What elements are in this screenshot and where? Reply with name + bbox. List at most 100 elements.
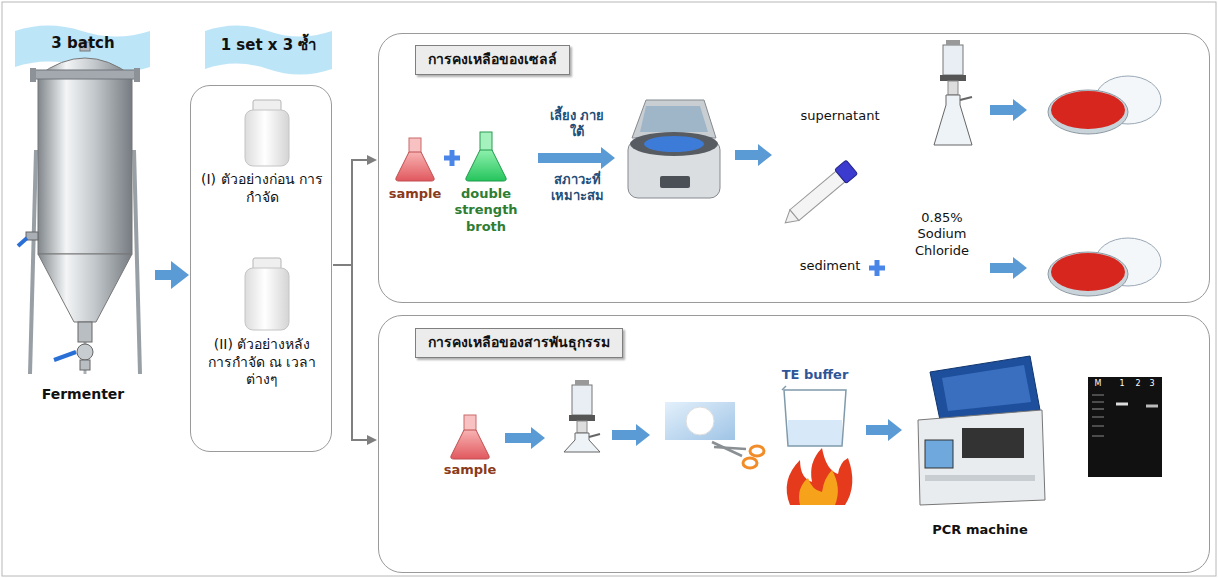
gel-image [1092, 417, 1104, 418]
pcr-machine-drawing [930, 356, 1040, 420]
fraction-label: supernatant [801, 108, 880, 124]
gel-image [1092, 426, 1104, 427]
fermenter-drawing [38, 254, 132, 322]
centrifuge-drawing [644, 136, 704, 152]
fermenter-drawing [77, 344, 93, 360]
beaker-and-flame [787, 448, 853, 505]
lane-label: 3 [1149, 379, 1154, 389]
fermenter-drawing [134, 68, 140, 82]
petri-dish [1048, 90, 1128, 134]
petri-dish [1051, 253, 1125, 291]
centrifuge-drawing [628, 100, 720, 198]
membrane-and-scissors [714, 447, 746, 449]
flask-drawing [480, 132, 492, 151]
arrow-head [367, 155, 377, 165]
beaker-and-flame [799, 470, 838, 505]
plus-sign [875, 260, 880, 276]
sample-set-box: 1 set x 3 ซ้ำ(I) ตัวอย่างก่อน การกำจัด(I… [190, 85, 332, 452]
filter-apparatus [564, 433, 600, 452]
centrifuge-drawing [660, 176, 690, 188]
cell-survival-panel: การคงเหลือของเซลล์ [378, 33, 1210, 303]
process-arrow [735, 144, 772, 166]
reagent-label: TE buffer [782, 367, 849, 383]
fermenter-drawing [18, 42, 140, 374]
pcr-machine-drawing [962, 428, 1024, 458]
arrow-head [171, 261, 189, 289]
fermenter-drawing [54, 352, 76, 360]
banner [205, 26, 332, 75]
filter-apparatus [564, 40, 972, 452]
fermenter-drawing [38, 74, 132, 254]
gel-image [1092, 409, 1104, 410]
membrane-and-scissors [665, 402, 735, 440]
panel-heading: การคงเหลือของสารพันธุกรรม [415, 328, 623, 358]
flask-drawing [451, 430, 489, 459]
banner-text: 3 batch [12, 34, 154, 53]
centrifuge-drawing [640, 106, 708, 132]
fermenter-drawing [30, 150, 36, 374]
petri-dish [1048, 76, 1161, 296]
petri-dish [1051, 91, 1125, 129]
sample-label: (I) ตัวอย่างก่อน การกำจัด [201, 171, 323, 206]
filter-apparatus [943, 45, 963, 75]
sample-bottle-drawing [245, 268, 289, 330]
process-arrow [990, 99, 1027, 121]
fermenter-drawing [18, 238, 27, 246]
pcr-machine-drawing [918, 410, 1045, 505]
membrane-and-scissors [750, 446, 764, 456]
fermenter-drawing [78, 322, 92, 342]
process-arrow [538, 147, 615, 169]
flow-arrow [333, 155, 377, 265]
fraction-label: sediment [800, 258, 861, 274]
membrane-and-scissors [686, 407, 714, 435]
gel-image [1092, 395, 1104, 396]
flow-arrow [155, 261, 189, 289]
filter-apparatus [948, 81, 958, 95]
centrifuge-drawing [630, 132, 718, 156]
lane-label: 2 [1135, 379, 1140, 389]
tube-drawing [790, 171, 845, 220]
flask-drawing [396, 152, 434, 181]
filter-apparatus [577, 421, 587, 433]
pcr-machine-drawing [918, 356, 1045, 505]
dna-survival-panel: การคงเหลือของสารพันธุกรรม [378, 315, 1210, 573]
step-label: สภาวะที่ เหมาะสม [545, 172, 609, 205]
step-label: เลี้ยง ภายใต้ [545, 108, 609, 141]
gel-image [1146, 405, 1158, 408]
flask-label: sample [389, 186, 442, 202]
tube-drawing [779, 160, 857, 230]
petri-dish [1048, 252, 1128, 296]
flask-drawing [466, 150, 506, 181]
flask-label: sample [444, 462, 497, 478]
process-arrow [866, 419, 902, 441]
sample-bottle: (I) ตัวอย่างก่อน การกำจัด [201, 96, 323, 216]
sample-bottle-drawing [245, 110, 289, 166]
filter-apparatus [934, 95, 972, 145]
flow-arrow [333, 265, 377, 445]
gel-image [1088, 377, 1162, 477]
process-arrow [990, 257, 1027, 279]
plus-sign [450, 150, 455, 166]
gel-image [1088, 377, 1162, 477]
filter-apparatus [940, 75, 966, 81]
membrane-and-scissors [743, 458, 757, 468]
fermenter-drawing [134, 150, 140, 374]
sample-bottle-drawing [245, 100, 289, 330]
pcr-machine-drawing [925, 440, 953, 468]
flask-drawing [464, 415, 476, 431]
fermenter-label: Fermenter [12, 386, 154, 404]
filter-apparatus [946, 40, 960, 45]
arrow-head [367, 435, 377, 445]
lane-label: M [1095, 379, 1102, 389]
filter-apparatus [589, 434, 600, 437]
filter-apparatus [569, 415, 595, 421]
beaker-and-flame [788, 420, 842, 446]
flask-drawing [409, 138, 421, 153]
process-arrow [612, 424, 650, 446]
flask-label: double strength broth [444, 186, 528, 235]
fermenter-drawing [80, 360, 90, 370]
sample-label: (II) ตัวอย่างหลัง การกำจัด ณ เวลาต่างๆ [201, 336, 323, 389]
